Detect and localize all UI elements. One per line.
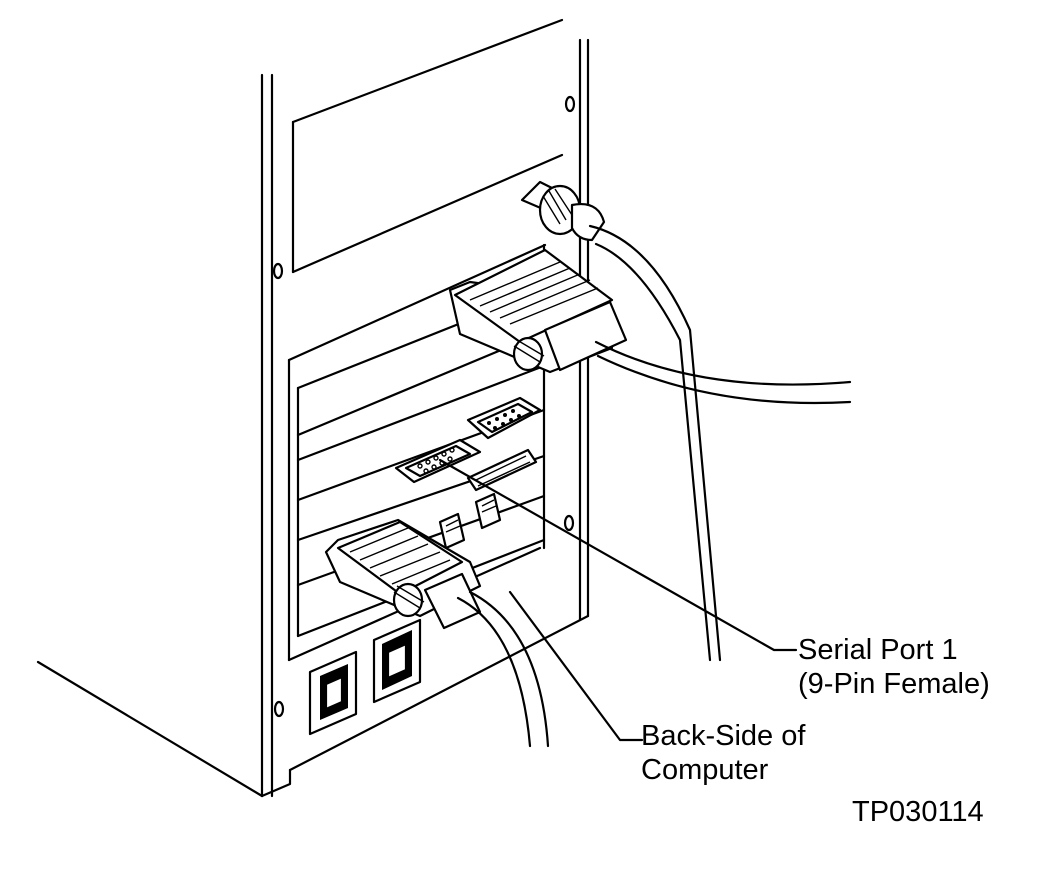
round-connector-plug	[520, 180, 722, 662]
db15-port	[466, 448, 538, 492]
serial-port-1-connector	[394, 438, 482, 484]
figure-id-label: TP030114	[852, 796, 984, 828]
back-side-callout-line2: Computer	[641, 754, 769, 786]
serial-port-leader-line	[438, 458, 798, 652]
power-sockets	[308, 618, 422, 736]
serial-port-callout-line1: Serial Port 1	[798, 634, 958, 666]
serial-port-callout-line2: (9-Pin Female)	[798, 668, 990, 700]
back-side-callout-line1: Back-Side of	[641, 720, 806, 752]
parallel-connector-plug	[448, 248, 852, 405]
serial-cable-plug	[324, 518, 550, 748]
db9-male-port	[466, 396, 542, 440]
back-side-leader-line	[508, 590, 644, 742]
phone-jacks	[438, 492, 502, 550]
floor-line	[36, 660, 264, 798]
